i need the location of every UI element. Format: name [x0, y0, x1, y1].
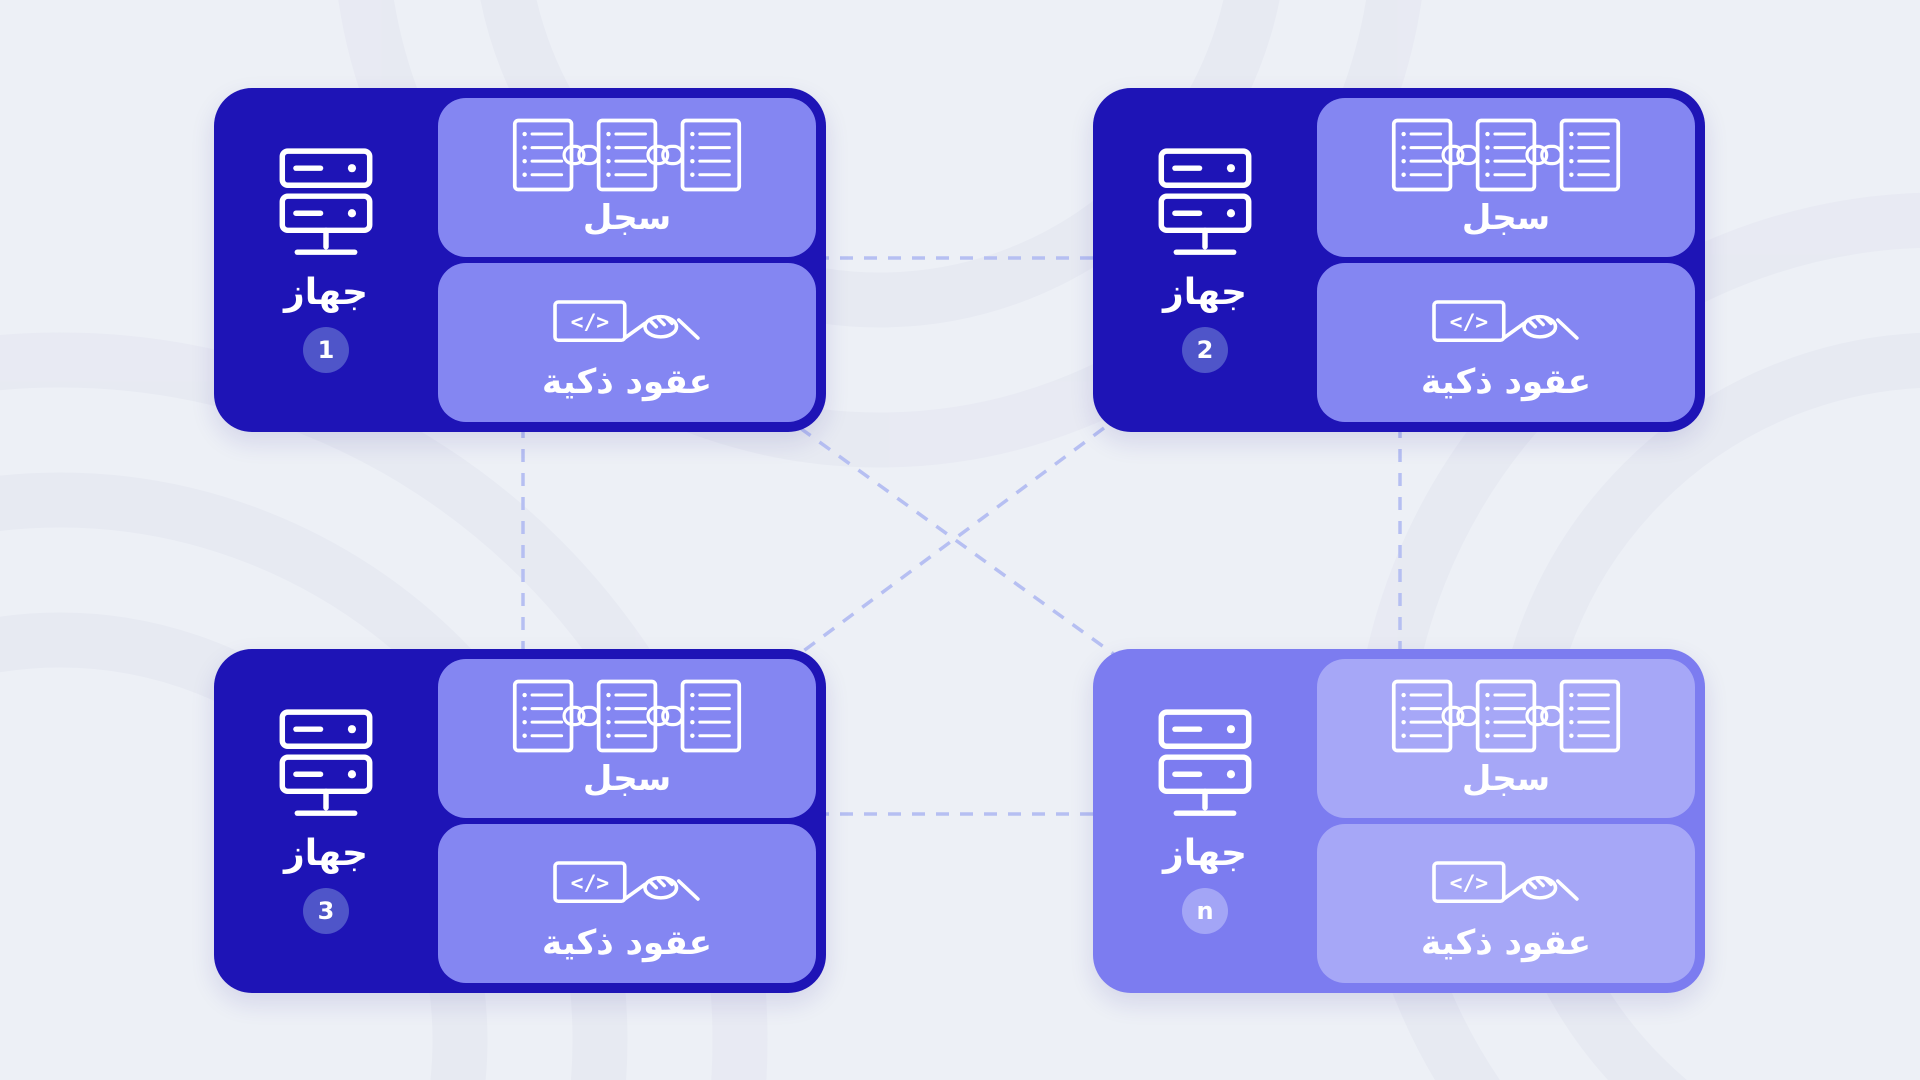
- server-icon: [276, 708, 376, 820]
- badge-text: 3: [317, 897, 335, 925]
- ledger-panel: سجل: [438, 659, 816, 818]
- smart-contracts-panel: عقود ذكية: [1317, 263, 1695, 422]
- smart-contract-handshake-icon: [1422, 284, 1590, 356]
- blockchain-ledger-icon: [1390, 679, 1622, 753]
- ledger-panel: سجل: [1317, 659, 1695, 818]
- device-number-badge: 3: [303, 888, 349, 934]
- device-column: جهاز 3: [214, 649, 438, 993]
- smart-contract-handshake-icon: [543, 845, 711, 917]
- device-label: جهاز: [284, 833, 368, 874]
- device-column: جهاز n: [1093, 649, 1317, 993]
- node-card-n: جهاز n سجل عقود ذكية: [1093, 649, 1705, 993]
- node-panels: سجل عقود ذكية: [438, 649, 826, 993]
- device-label: جهاز: [284, 272, 368, 313]
- smart-contracts-label: عقود ذكية: [541, 361, 713, 402]
- device-column: جهاز 2: [1093, 88, 1317, 432]
- device-number-badge: 2: [1182, 327, 1228, 373]
- device-column: جهاز 1: [214, 88, 438, 432]
- node-panels: سجل عقود ذكية: [1317, 649, 1705, 993]
- ledger-panel: سجل: [438, 98, 816, 257]
- node-panels: سجل عقود ذكية: [438, 88, 826, 432]
- smart-contract-handshake-icon: [1422, 845, 1590, 917]
- server-icon: [1155, 708, 1255, 820]
- server-icon: [276, 147, 376, 259]
- ledger-label: سجل: [1461, 197, 1551, 238]
- smart-contracts-panel: عقود ذكية: [1317, 824, 1695, 983]
- blockchain-ledger-icon: [511, 679, 743, 753]
- node-panels: سجل عقود ذكية: [1317, 88, 1705, 432]
- blockchain-ledger-icon: [1390, 118, 1622, 192]
- ledger-label: سجل: [582, 197, 672, 238]
- badge-text: 2: [1196, 336, 1214, 364]
- badge-text: 1: [317, 336, 335, 364]
- smart-contracts-label: عقود ذكية: [1420, 922, 1592, 963]
- blockchain-ledger-icon: [511, 118, 743, 192]
- device-label: جهاز: [1163, 833, 1247, 874]
- smart-contracts-panel: عقود ذكية: [438, 824, 816, 983]
- connection-node1-noden: [798, 426, 1117, 657]
- smart-contracts-label: عقود ذكية: [1420, 361, 1592, 402]
- smart-contracts-panel: عقود ذكية: [438, 263, 816, 422]
- device-label: جهاز: [1163, 272, 1247, 313]
- device-number-badge: 1: [303, 327, 349, 373]
- ledger-label: سجل: [582, 758, 672, 799]
- ledger-panel: سجل: [1317, 98, 1695, 257]
- node-card-3: جهاز 3 سجل عقود ذكية: [214, 649, 826, 993]
- smart-contracts-label: عقود ذكية: [541, 922, 713, 963]
- node-card-2: جهاز 2 سجل عقود ذكية: [1093, 88, 1705, 432]
- badge-text: n: [1196, 897, 1214, 925]
- connection-node2-node3: [796, 426, 1106, 657]
- device-number-badge: n: [1182, 888, 1228, 934]
- smart-contract-handshake-icon: [543, 284, 711, 356]
- ledger-label: سجل: [1461, 758, 1551, 799]
- server-icon: [1155, 147, 1255, 259]
- node-card-1: جهاز 1 سجل عقود ذكية: [214, 88, 826, 432]
